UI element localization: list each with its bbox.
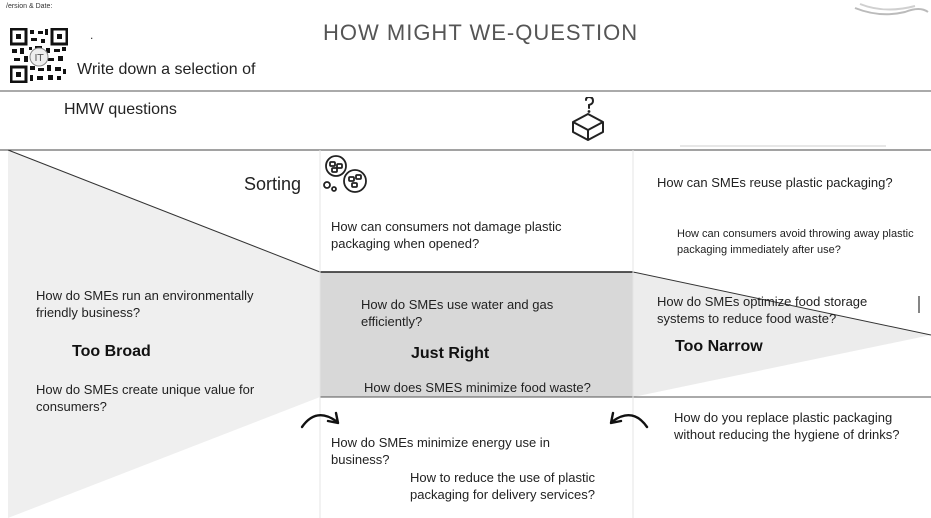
too-broad-label: Too Broad (72, 343, 151, 360)
corner-decoration-2 (859, 3, 916, 11)
question-broad-1: How do SMEs run an environmentally frien… (36, 288, 254, 320)
qr-code-icon: IT (10, 28, 68, 83)
page-title: HOW MIGHT WE-QUESTION (323, 20, 639, 45)
box-question-icon (572, 97, 604, 141)
question-narrow-top-1: How can SMEs reuse plastic packaging? (657, 175, 893, 190)
question-narrow-top-2: How can consumers avoid throwing away pl… (677, 228, 914, 256)
question-broad-2: How do SMEs create unique value for cons… (36, 382, 255, 414)
question-right-bottom-1: How do SMEs minimize energy use in busin… (331, 435, 550, 467)
corner-decoration (854, 7, 929, 16)
instruction-line-1: Write down a selection of (77, 61, 256, 78)
question-narrow-1: How do SMEs optimize food storage system… (657, 294, 868, 326)
curved-arrow-left-icon (609, 411, 649, 429)
too-broad-region (8, 150, 320, 518)
version-date-label: /ersion & Date: (6, 3, 53, 10)
header-dot: . (90, 28, 94, 42)
question-right-top: How can consumers not damage plastic pac… (331, 219, 562, 251)
just-right-region (320, 272, 633, 397)
svg-text:IT: IT (34, 53, 44, 64)
curved-arrow-right-icon (300, 411, 340, 429)
question-right-1: How do SMEs use water and gas efficientl… (361, 297, 554, 329)
just-right-label: Just Right (411, 345, 490, 362)
question-narrow-bottom: How do you replace plastic packaging wit… (674, 410, 900, 442)
too-narrow-label: Too Narrow (675, 338, 763, 355)
sorting-bubbles-icon (323, 155, 367, 193)
question-right-bottom-2: How to reduce the use of plastic packagi… (410, 470, 595, 502)
too-narrow-region (633, 272, 931, 397)
sorting-label: Sorting (244, 174, 302, 194)
instruction-line-2: HMW questions (64, 101, 177, 118)
question-right-2: How does SMES minimize food waste? (364, 380, 591, 395)
